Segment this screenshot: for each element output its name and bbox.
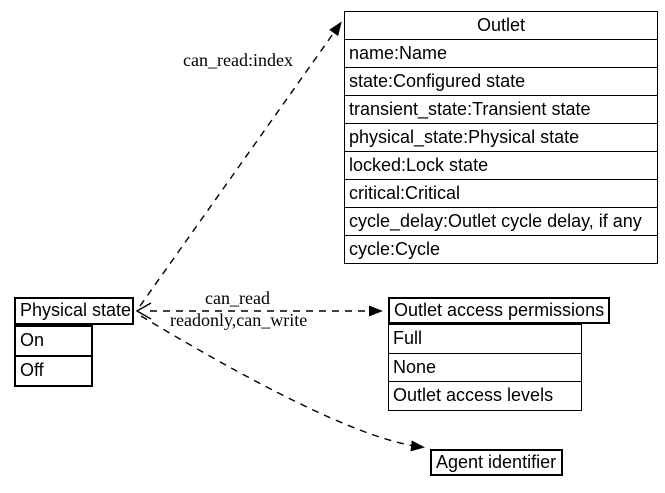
outlet-class-box: Outlet name:Name state:Configured state … [344,11,658,264]
permissions-title: Outlet access permissions [390,299,608,322]
open-arrowhead-icon [135,302,152,320]
agent-identifier-title: Agent identifier [432,451,561,474]
edge-label-can-read-index: can_read:index [183,50,293,70]
permissions-value-row: Outlet access levels [389,381,581,410]
edge-label-readonly-can-write: readonly,can_write [170,310,308,330]
outlet-attribute-row: critical:Critical [345,179,657,207]
permissions-value-row: Full [389,325,581,353]
permissions-value-row: None [389,353,581,381]
outlet-attribute-row: cycle:Cycle [345,235,657,263]
permissions-title-box: Outlet access permissions [388,297,610,324]
outlet-attribute-row: transient_state:Transient state [345,95,657,123]
outlet-attribute-row: locked:Lock state [345,151,657,179]
outlet-attribute-row: cycle_delay:Outlet cycle delay, if any [345,207,657,235]
agent-identifier-box: Agent identifier [430,449,563,476]
physical-state-values-box: On Off [14,325,93,387]
edge-physical-state-to-agent [140,315,425,452]
outlet-attribute-row: name:Name [345,39,657,67]
physical-state-value-row: Off [16,355,91,385]
edge-physical-state-to-outlet [139,21,342,307]
physical-state-title-box: Physical state [14,297,134,325]
physical-state-title: Physical state [16,299,132,323]
physical-state-value-row: On [16,327,91,355]
edge-label-can-read: can_read [205,288,270,308]
permissions-values-box: Full None Outlet access levels [388,324,582,411]
outlet-class-title: Outlet [345,12,657,39]
outlet-attribute-row: state:Configured state [345,67,657,95]
outlet-attribute-row: physical_state:Physical state [345,123,657,151]
